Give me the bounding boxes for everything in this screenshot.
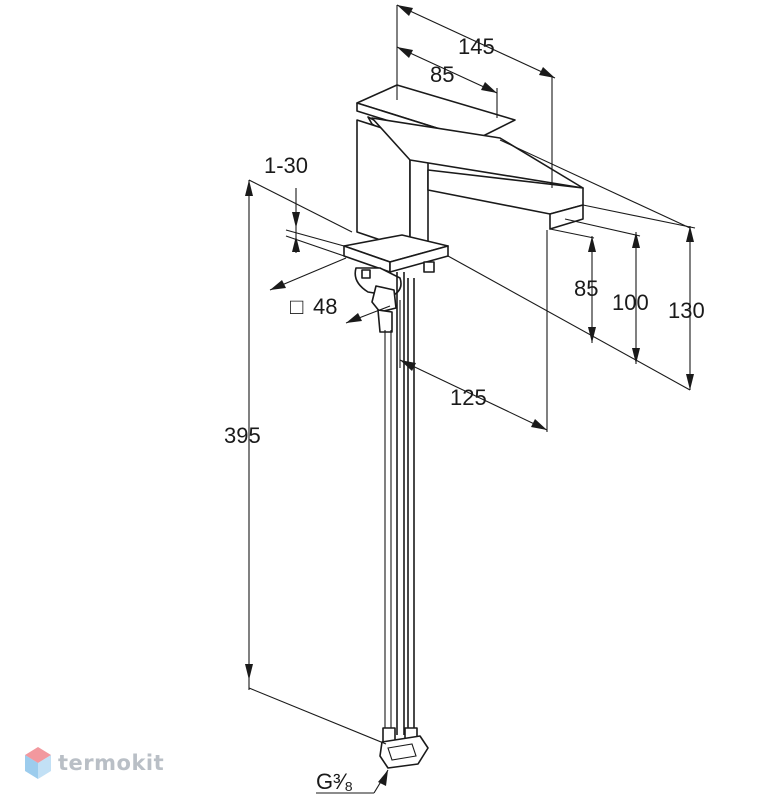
termokit-logo-icon	[25, 747, 51, 779]
label-hose-length: 395	[224, 423, 261, 448]
label-overall-height: 130	[668, 298, 705, 323]
mounting-nut	[371, 285, 397, 313]
dimension-labels: 145 85 1-30 □ 48 85 100 130 125 395 G³⁄₈	[224, 34, 705, 794]
label-width-lever: 85	[430, 62, 454, 87]
mounting-stud	[377, 309, 393, 333]
label-base-square: 48	[313, 294, 337, 319]
watermark-brand-text: termokit	[58, 751, 165, 775]
dimension-lines	[245, 4, 696, 794]
spout-tip	[549, 204, 584, 230]
label-spout-height-100: 100	[612, 290, 649, 315]
faucet-body	[343, 84, 584, 333]
label-spout-reach: 125	[450, 385, 487, 410]
side-clip	[423, 261, 435, 273]
base-plate-side	[389, 245, 449, 273]
hose-nut	[379, 735, 429, 769]
side-clip-2	[361, 269, 371, 279]
label-connection-thread: G³⁄₈	[316, 769, 353, 794]
label-square-symbol: □	[290, 294, 303, 319]
label-rotation-range: 1-30	[264, 153, 308, 178]
label-spout-height-85: 85	[574, 276, 598, 301]
watermark: termokit	[24, 746, 164, 780]
label-width-total: 145	[458, 34, 495, 59]
supply-hoses	[379, 272, 429, 769]
